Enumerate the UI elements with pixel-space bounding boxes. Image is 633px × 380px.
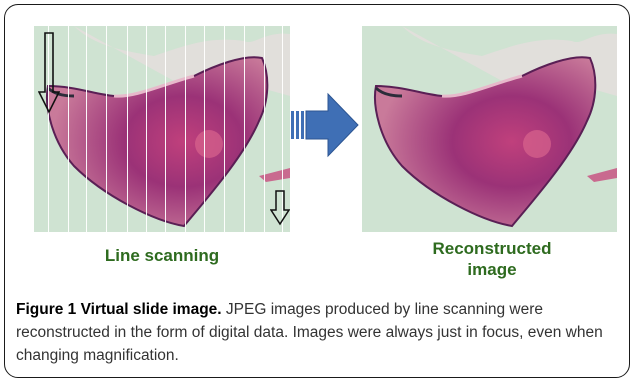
figure-number: Figure 1 — [16, 301, 77, 318]
scan-line — [48, 26, 49, 232]
scan-direction-arrow-icon — [38, 32, 60, 114]
reconstruction-arrow-icon — [291, 92, 359, 158]
figure-caption: Figure 1 Virtual slide image. JPEG image… — [16, 298, 620, 367]
scan-line — [106, 26, 107, 232]
scan-line — [204, 26, 205, 232]
scan-line — [146, 26, 147, 232]
figure-caption-body: JPEG images produced by line scanning we… — [16, 301, 603, 364]
scan-line — [224, 26, 225, 232]
scan-line — [282, 26, 283, 232]
reconstructed-label-line2: image — [467, 260, 517, 279]
line-scanning-label: Line scanning — [104, 246, 220, 265]
reconstructed-label-line1: Reconstructed — [432, 239, 552, 258]
scan-lines — [34, 26, 290, 232]
scan-line — [127, 26, 128, 232]
scan-line — [86, 26, 87, 232]
scan-line — [244, 26, 245, 232]
scan-direction-arrow-icon — [270, 190, 290, 226]
line-scanning-image — [34, 26, 290, 232]
reconstructed-image-label: Reconstructed image — [372, 238, 612, 280]
scan-line — [68, 26, 69, 232]
reconstructed-image — [362, 26, 617, 232]
scan-line — [165, 26, 166, 232]
scan-line — [185, 26, 186, 232]
scan-line — [264, 26, 265, 232]
figure-title: Virtual slide image. — [80, 301, 222, 318]
